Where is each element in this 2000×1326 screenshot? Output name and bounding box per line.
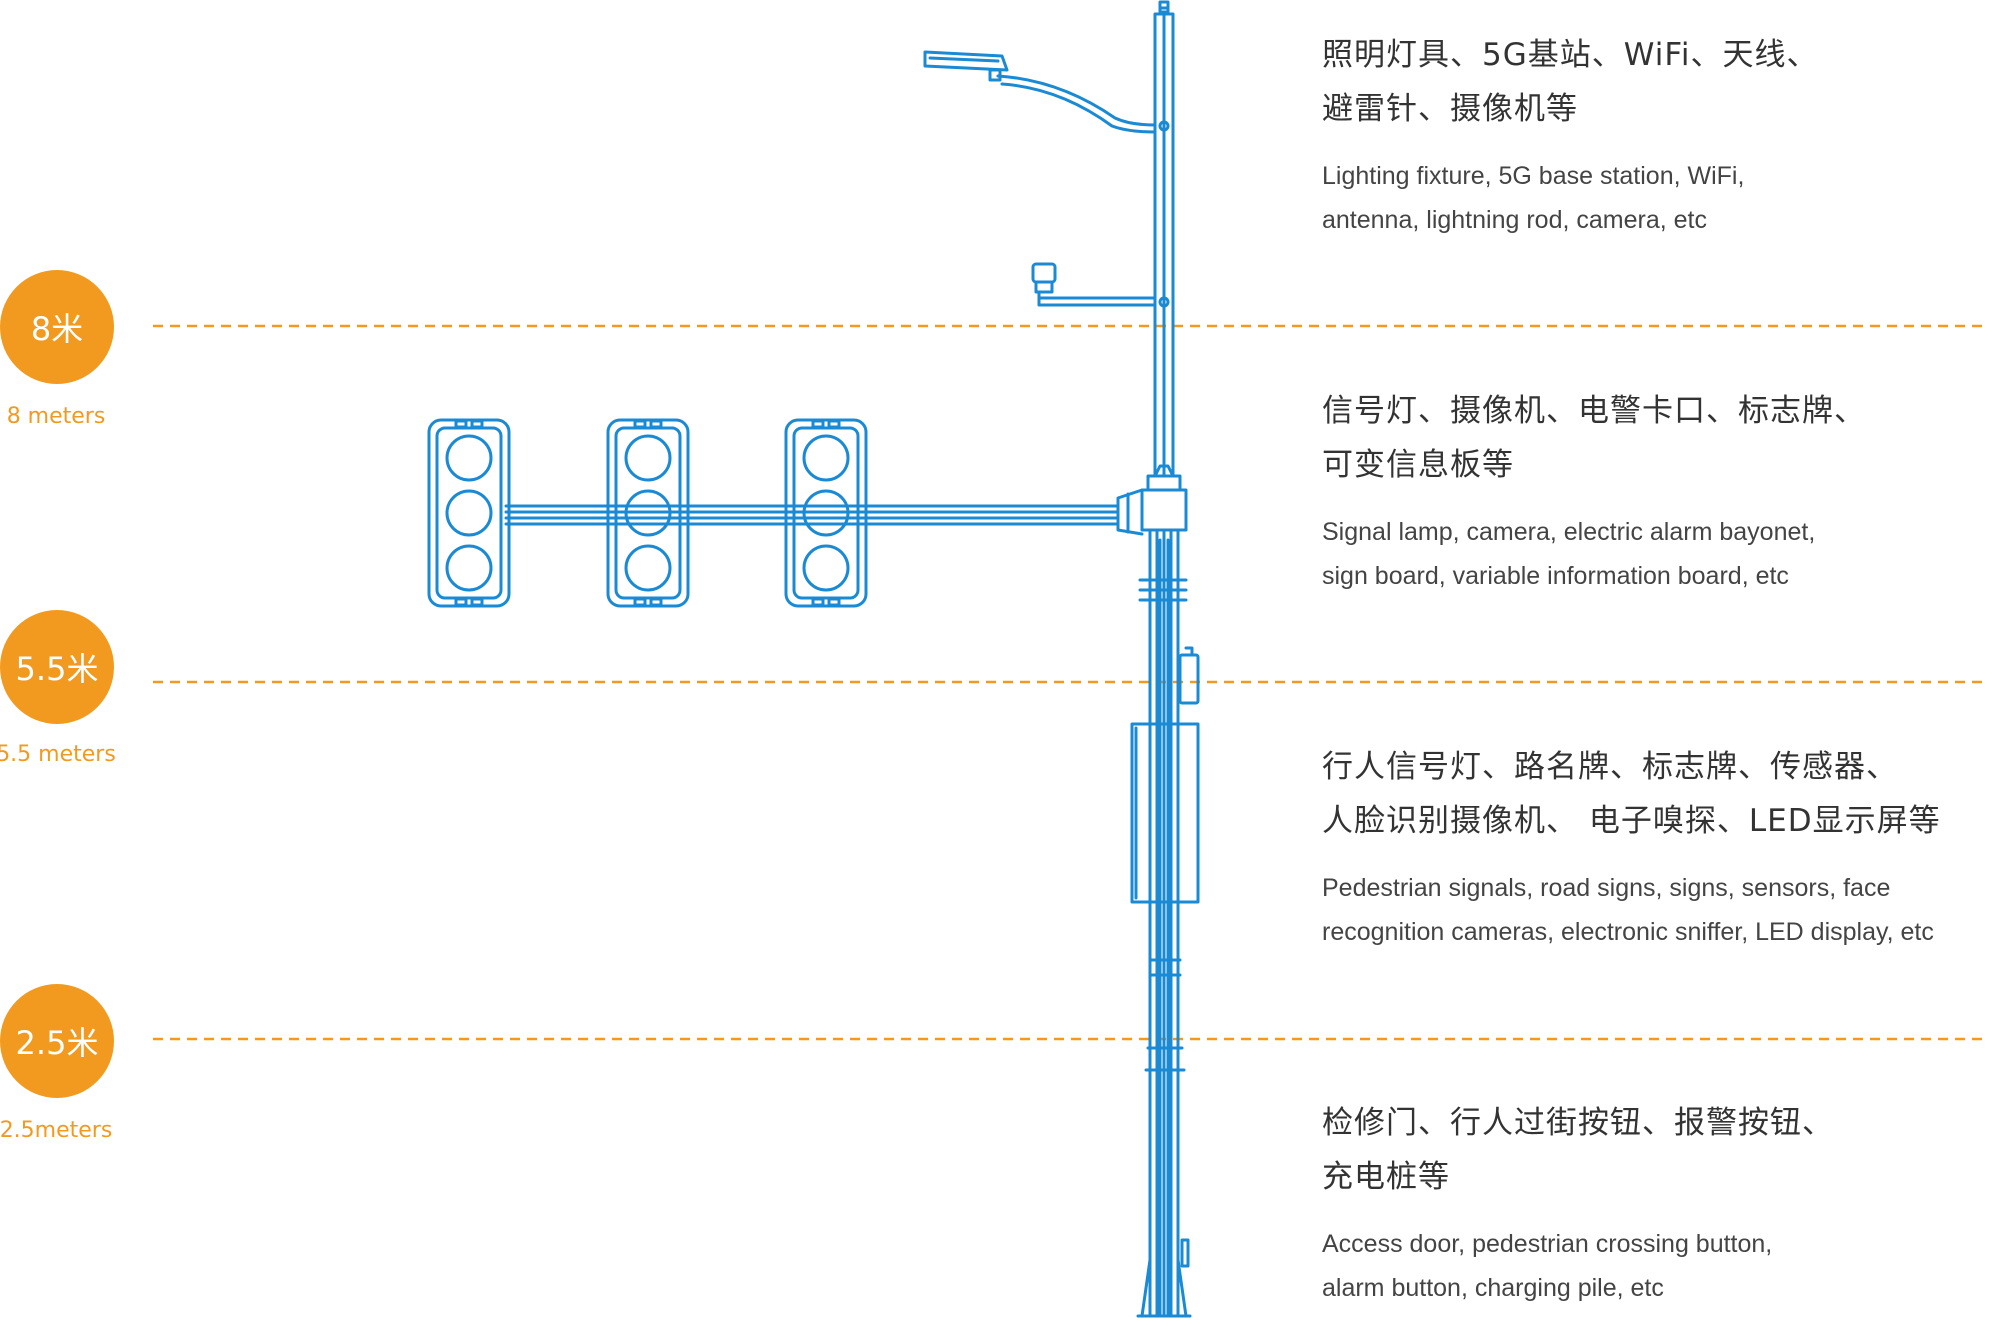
side-box	[1178, 653, 1200, 705]
zone-cn-line: 检修门、行人过街按钮、报警按钮、	[1322, 1105, 1834, 1141]
street-lamp	[923, 50, 1170, 134]
zone-cn-line: 可变信息板等	[1322, 447, 1514, 483]
zone-signal-equipment: 信号灯、摄像机、电警卡口、标志牌、 可变信息板等 Signal lamp, ca…	[1322, 384, 1998, 598]
zone-cn-line: 照明灯具、5G基站、WiFi、天线、	[1322, 37, 1819, 73]
zone-top-equipment: 照明灯具、5G基站、WiFi、天线、 避雷针、摄像机等 Lighting fix…	[1322, 28, 1998, 242]
traffic-light-1	[427, 418, 511, 608]
zone-cn-line: 信号灯、摄像机、电警卡口、标志牌、	[1322, 393, 1866, 429]
zone-ground-equipment: 检修门、行人过街按钮、报警按钮、 充电桩等 Access door, pedes…	[1322, 1096, 1998, 1310]
zone-cn-line: 行人信号灯、路名牌、标志牌、传感器、	[1322, 749, 1898, 785]
traffic-light-3	[784, 418, 868, 608]
height-badge: 2.5米	[0, 984, 114, 1098]
traffic-light-2	[606, 418, 690, 608]
height-caption: 8 meters	[6, 404, 106, 429]
zone-en-line: Pedestrian signals, road signs, signs, s…	[1322, 874, 1891, 902]
zone-en-line: Lighting fixture, 5G base station, WiFi,	[1322, 162, 1745, 190]
height-badge: 5.5米	[0, 610, 114, 724]
height-caption: 5.5 meters	[0, 742, 116, 767]
zone-en-line: Access door, pedestrian crossing button,	[1322, 1230, 1773, 1258]
zone-en-line: sign board, variable information board, …	[1322, 562, 1789, 590]
zone-en-line: alarm button, charging pile, etc	[1322, 1274, 1664, 1302]
height-badge: 8米	[0, 270, 114, 384]
zone-en-line: Signal lamp, camera, electric alarm bayo…	[1322, 518, 1816, 546]
zone-cn-line: 避雷针、摄像机等	[1322, 91, 1578, 127]
zone-en-line: antenna, lightning rod, camera, etc	[1322, 206, 1707, 234]
zone-cn-line: 充电桩等	[1322, 1159, 1450, 1195]
zone-en-line: recognition cameras, electronic sniffer,…	[1322, 918, 1934, 946]
camera-arm	[1031, 262, 1170, 308]
signal-arm	[504, 504, 1120, 526]
zone-cn-line: 人脸识别摄像机、 电子嗅探、LED显示屏等	[1322, 803, 1941, 839]
main-pole-lower	[1136, 528, 1192, 1318]
pole-collar	[1116, 464, 1188, 536]
equipment-cabinet	[1130, 722, 1200, 904]
height-caption: 2.5meters	[0, 1118, 113, 1143]
zone-pedestrian-equipment: 行人信号灯、路名牌、标志牌、传感器、 人脸识别摄像机、 电子嗅探、LED显示屏等…	[1322, 740, 1998, 954]
upper-mast	[1153, 0, 1175, 478]
